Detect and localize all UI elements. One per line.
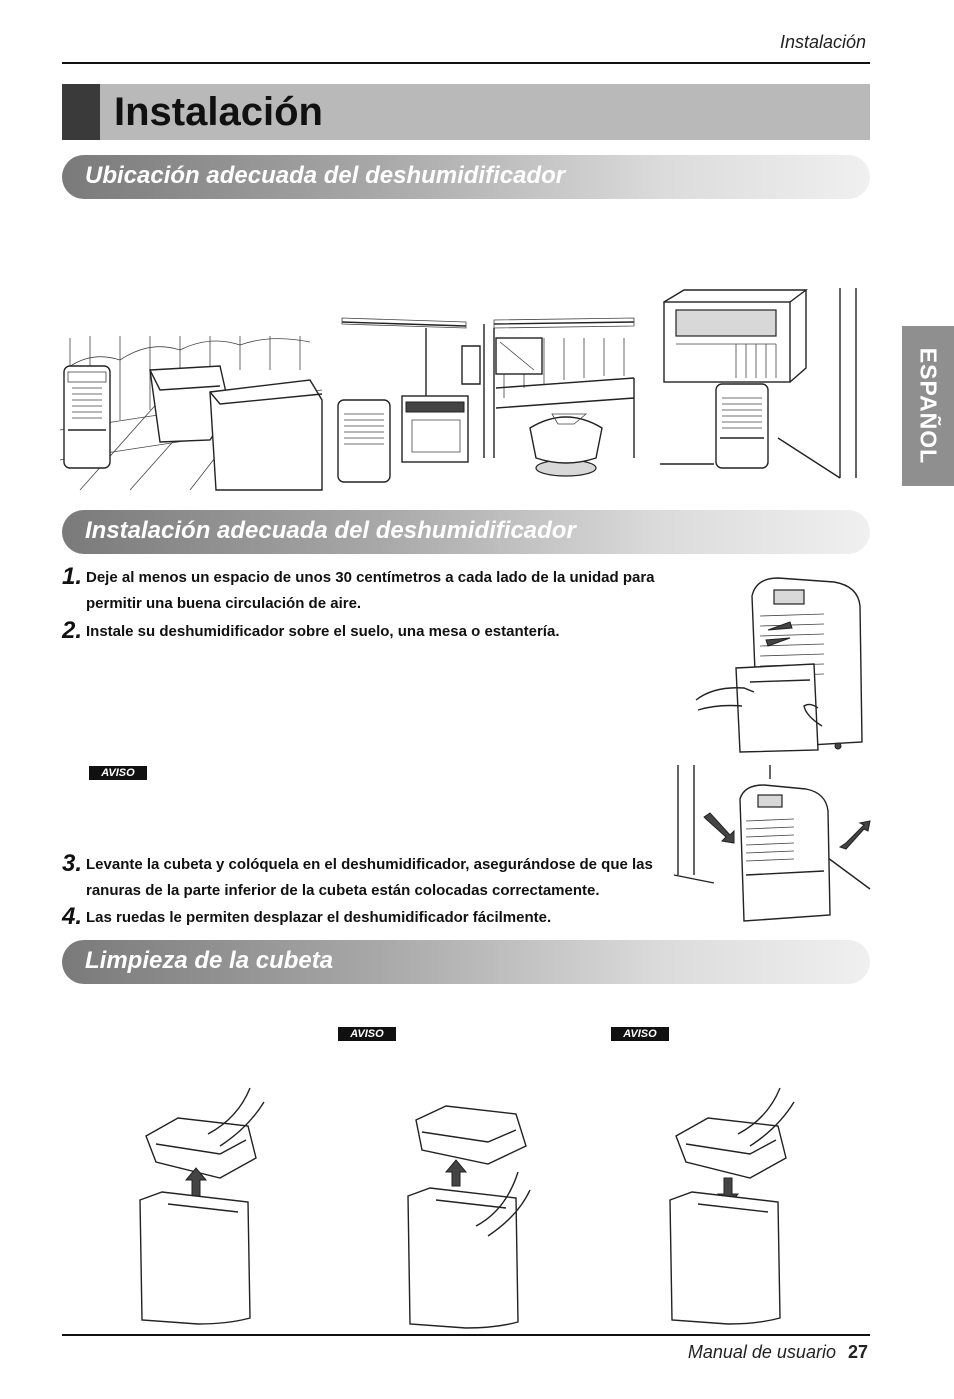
language-tab: ESPAÑOL: [902, 326, 954, 486]
aviso-badge: AVISO: [89, 766, 147, 780]
step-number-3: 3.: [62, 850, 83, 877]
bucket-removal-illustration: [695, 577, 863, 753]
section-heading-text: Limpieza de la cubeta: [85, 947, 334, 974]
step-text-3: Levante la cubeta y colóquela en el desh…: [86, 856, 653, 899]
bucket-lift-illustration-1: [139, 1087, 265, 1325]
kitchen-dehumidifier-illustration: [337, 317, 635, 483]
language-tab-label: ESPAÑOL: [915, 347, 942, 465]
step-text-2: Instale su deshumidificador sobre el sue…: [86, 623, 560, 640]
header-rule: [62, 62, 870, 64]
step-text-1: Deje al menos un espacio de unos 30 cent…: [86, 569, 655, 612]
section-heading-installation: Instalación adecuada del deshumidificado…: [62, 510, 870, 554]
laundry-room-dehumidifier-illustration: [59, 336, 323, 491]
section-heading-location: Ubicación adecuada del deshumidificador: [62, 155, 870, 199]
bucket-lift-illustration-2: [407, 1105, 531, 1329]
section-heading-text: Ubicación adecuada del deshumidificador: [85, 162, 566, 189]
wall-clearance-illustration: [673, 765, 871, 922]
footer: Manual de usuario 27: [688, 1342, 868, 1363]
bucket-insert-illustration: [669, 1087, 795, 1325]
step-number-2: 2.: [62, 617, 83, 644]
running-header: Instalación: [779, 32, 866, 52]
aviso-badge: AVISO: [338, 1027, 396, 1041]
footer-rule: [62, 1334, 870, 1336]
step-text-4: Las ruedas le permiten desplazar el desh…: [86, 909, 552, 926]
section-heading-text: Instalación adecuada del deshumidificado…: [85, 517, 576, 544]
step-number-1: 1.: [62, 563, 83, 590]
section-heading-cleaning: Limpieza de la cubeta: [62, 940, 870, 984]
step-number-4: 4.: [62, 903, 83, 930]
page-number: 27: [847, 1342, 868, 1362]
title-accent-block: [62, 84, 100, 140]
footer-manual-label: Manual de usuario: [687, 1342, 836, 1362]
bookshelf-room-dehumidifier-illustration: [660, 288, 857, 479]
aviso-badge: AVISO: [611, 1027, 669, 1041]
page-title-bar: Instalación: [62, 84, 870, 140]
page-title: Instalación: [114, 90, 323, 134]
